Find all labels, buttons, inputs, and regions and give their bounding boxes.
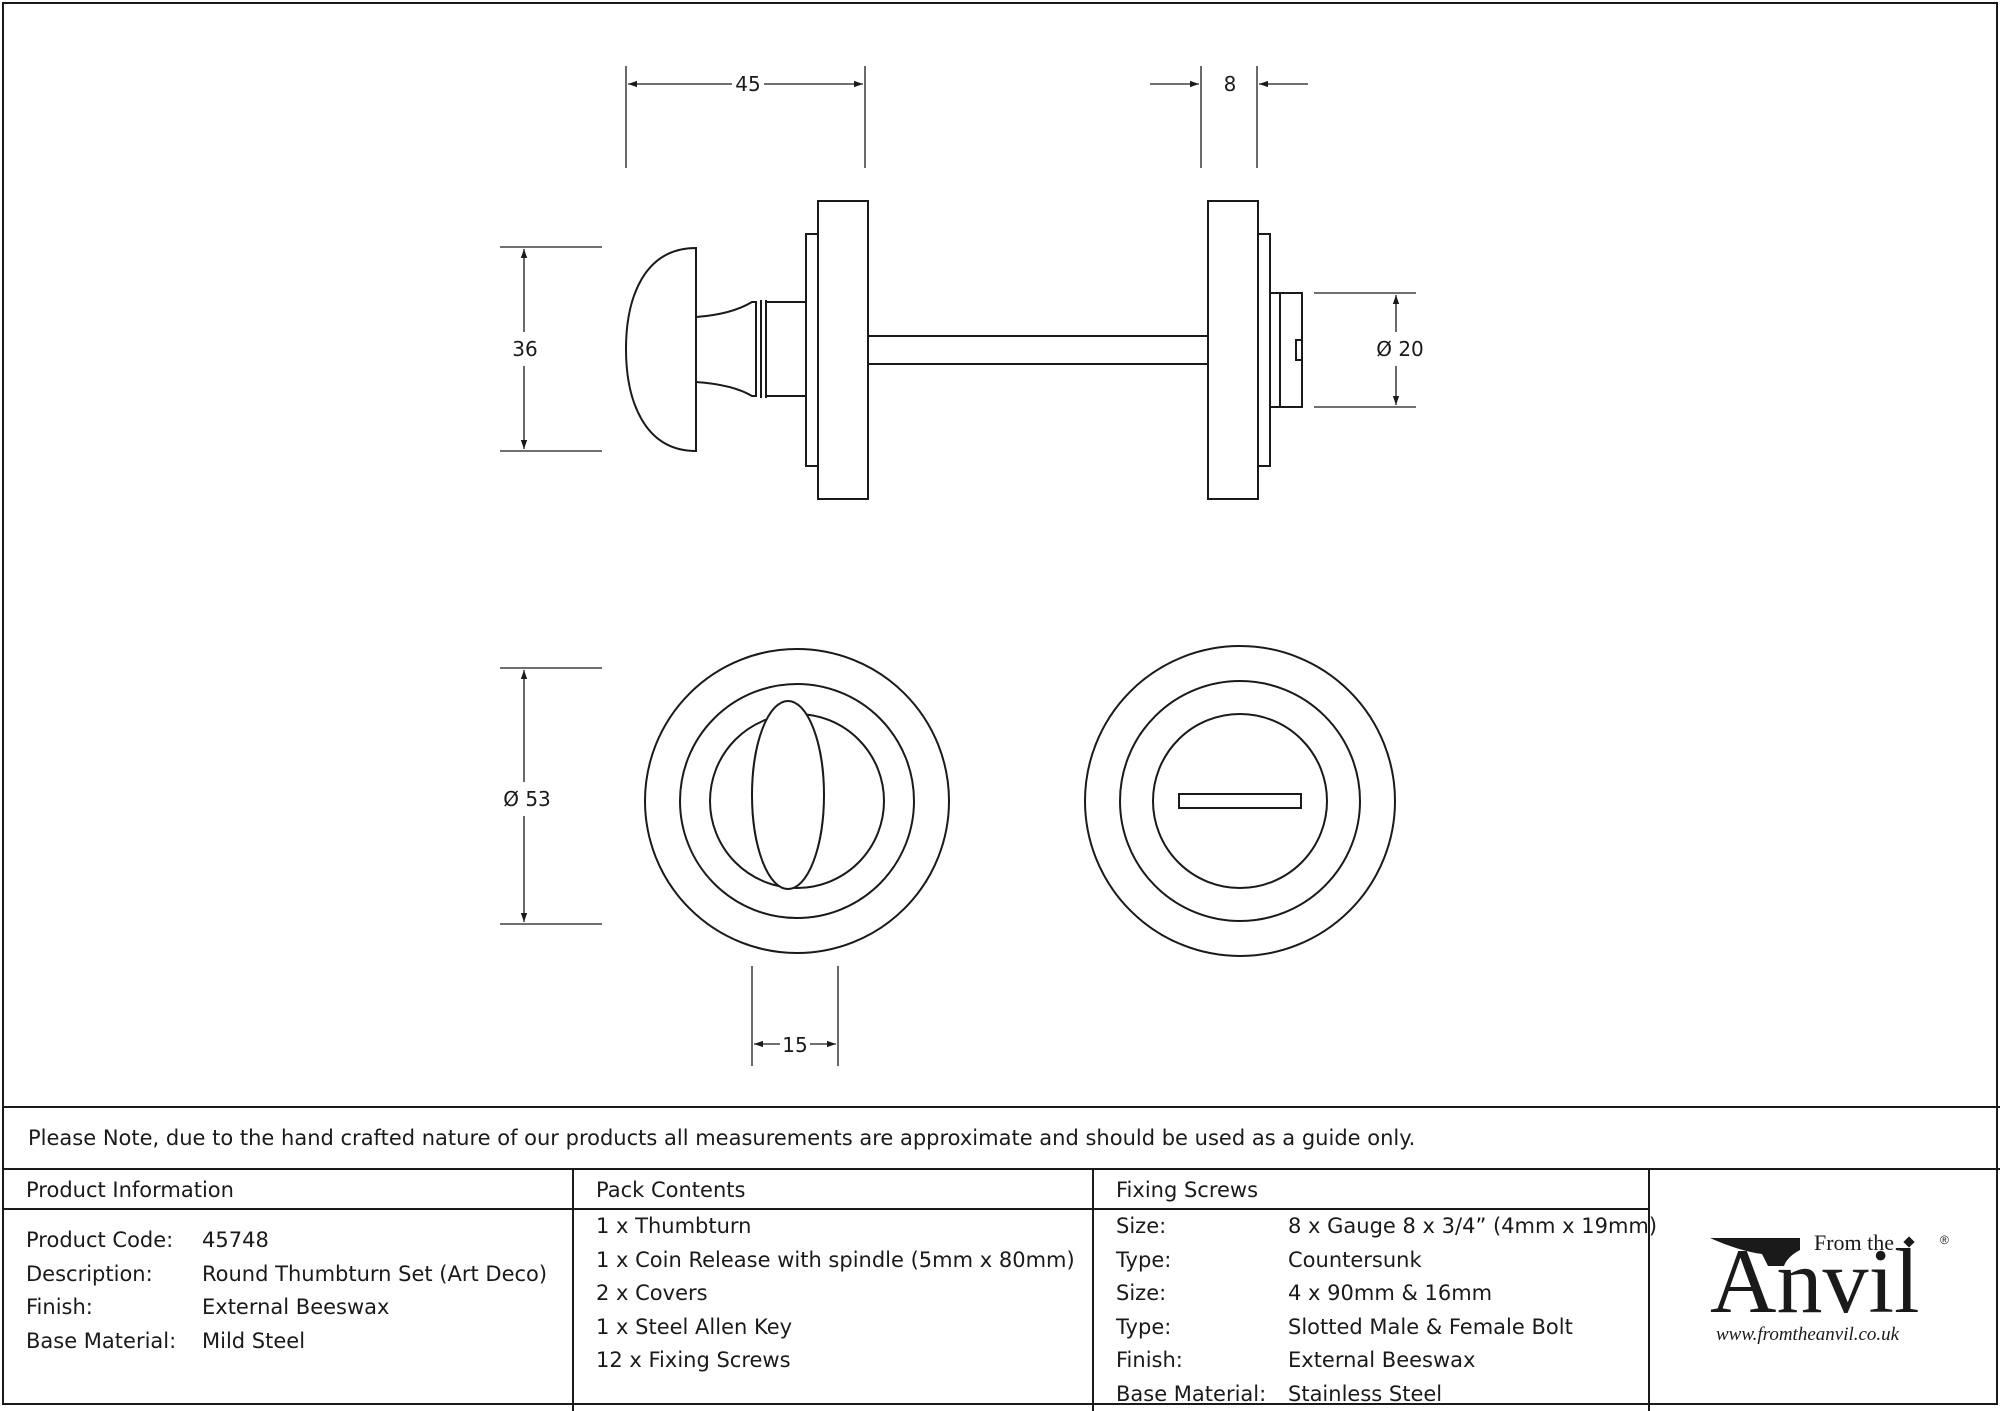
base-material-row: Base Material: Mild Steel [26,1325,550,1359]
dimension-label-diameter-53: Ø 53 [503,787,551,811]
fixing-row: Type: Slotted Male & Female Bolt [1116,1311,1626,1345]
description-label: Description: [26,1258,202,1292]
fixing-value: Slotted Male & Female Bolt [1288,1311,1573,1345]
fixing-value: 8 x Gauge 8 x 3/4” (4mm x 19mm) [1288,1210,1657,1244]
coin-release-front-view [1085,646,1395,956]
fixing-screws-panel: Fixing Screws Size: 8 x Gauge 8 x 3/4” (… [1094,1170,1650,1411]
coin-release-side-view [1208,201,1302,499]
fixing-label: Finish: [1116,1344,1288,1378]
description-row: Description: Round Thumbturn Set (Art De… [26,1258,550,1292]
dimension-label-45: 45 [735,72,760,96]
fixing-screws-title: Fixing Screws [1094,1170,1648,1210]
finish-label: Finish: [26,1291,202,1325]
fixing-row: Size: 4 x 90mm & 16mm [1116,1277,1626,1311]
thumbturn-side-view [626,201,868,499]
pack-item: 1 x Thumbturn [596,1210,1070,1244]
logo-brand: Anvil [1710,1230,1920,1332]
dimension-label-36: 36 [512,337,537,361]
fixing-row: Size: 8 x Gauge 8 x 3/4” (4mm x 19mm) [1116,1210,1626,1244]
fixing-label: Type: [1116,1311,1288,1345]
product-code-row: Product Code: 45748 [26,1224,550,1258]
dimension-label-8: 8 [1224,72,1237,96]
fixing-label: Base Material: [1116,1378,1288,1411]
pack-item: 1 x Steel Allen Key [596,1311,1070,1345]
pack-item: 1 x Coin Release with spindle (5mm x 80m… [596,1244,1070,1278]
description-value: Round Thumbturn Set (Art Deco) [202,1258,547,1292]
spindle [868,336,1208,364]
info-table: Product Information Product Code: 45748 … [4,1168,2000,1411]
pack-item: 12 x Fixing Screws [596,1344,1070,1378]
dimension-label-15: 15 [782,1033,807,1057]
fixing-row: Type: Countersunk [1116,1244,1626,1278]
base-material-label: Base Material: [26,1325,202,1359]
base-material-value: Mild Steel [202,1325,305,1359]
brand-panel: From the Anvil ® www.fromtheanvil.co.uk [1650,1170,2000,1411]
product-information-title: Product Information [4,1170,572,1210]
product-code-label: Product Code: [26,1224,202,1258]
pack-contents-panel: Pack Contents 1 x Thumbturn 1 x Coin Rel… [574,1170,1094,1411]
pack-item: 2 x Covers [596,1277,1070,1311]
fixing-label: Type: [1116,1244,1288,1278]
fixing-row: Finish: External Beeswax [1116,1344,1626,1378]
dimension-label-diameter-20: Ø 20 [1376,337,1424,361]
fixing-value: 4 x 90mm & 16mm [1288,1277,1492,1311]
logo-registered: ® [1940,1233,1949,1247]
finish-row: Finish: External Beeswax [26,1291,550,1325]
finish-value: External Beeswax [202,1291,389,1325]
fixing-row: Base Material: Stainless Steel [1116,1378,1626,1411]
fixing-value: Stainless Steel [1288,1378,1442,1411]
technical-drawing: 45 8 36 Ø 20 Ø 53 15 [4,4,2000,1104]
logo-url: www.fromtheanvil.co.uk [1716,1324,1900,1345]
pack-contents-title: Pack Contents [574,1170,1092,1210]
product-information-panel: Product Information Product Code: 45748 … [4,1170,574,1411]
thumbturn-front-view [645,649,949,953]
measurement-note: Please Note, due to the hand crafted nat… [4,1106,2000,1168]
from-the-anvil-logo: From the Anvil ® www.fromtheanvil.co.uk [1650,1170,1996,1410]
product-code-value: 45748 [202,1224,269,1258]
fixing-value: Countersunk [1288,1244,1422,1278]
fixing-label: Size: [1116,1210,1288,1244]
fixing-value: External Beeswax [1288,1344,1475,1378]
fixing-label: Size: [1116,1277,1288,1311]
